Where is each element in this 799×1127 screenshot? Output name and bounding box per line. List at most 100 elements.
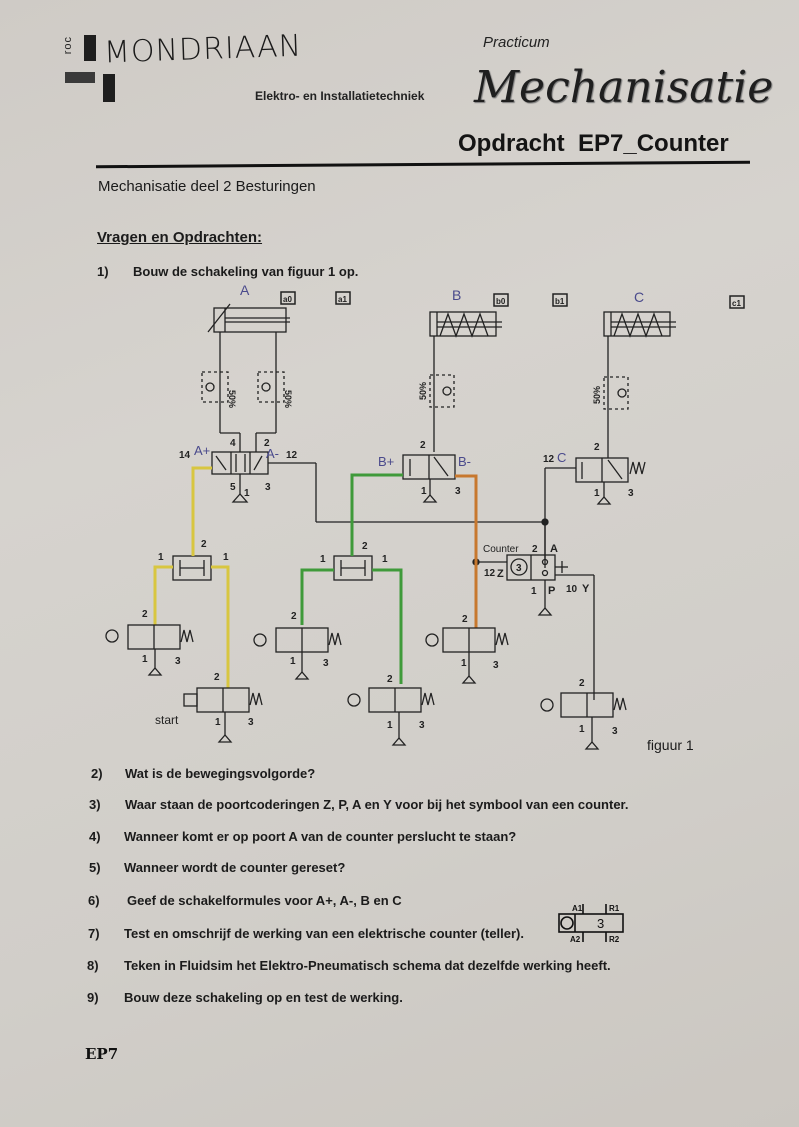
signal-line-orange: [455, 474, 478, 628]
question-number: 7): [88, 926, 100, 941]
port-label: 3: [323, 658, 329, 669]
electric-counter-symbol: A1 R1 A2 R2 3: [558, 904, 624, 944]
port-label: 10: [566, 584, 578, 595]
port-label: 4: [230, 438, 236, 449]
cylinder-label-c: C: [634, 289, 644, 305]
sensor-label: a0: [283, 295, 292, 304]
port-label: 2: [142, 609, 148, 620]
footer-code: EP7: [85, 1045, 119, 1063]
figure-caption: figuur 1: [647, 737, 694, 753]
question-text: Waar staan de poortcoderingen Z, P, A en…: [125, 797, 629, 812]
flow-label: 50%: [592, 386, 602, 404]
question-number: 9): [87, 990, 99, 1005]
question-number: 2): [91, 766, 103, 781]
signal-line-yellow: [211, 565, 230, 688]
port-label: 1: [320, 554, 326, 565]
port-label: 2: [594, 442, 600, 453]
port-label: 3: [493, 660, 499, 671]
annotation-a-minus: A-: [266, 446, 279, 461]
port-label: 1: [142, 654, 148, 665]
port-label: 12: [543, 454, 555, 465]
assignment-title: Opdracht EP7_Counter: [458, 130, 729, 157]
question-text: Geef de schakelformules voor A+, A-, B e…: [127, 893, 402, 908]
cylinder-b: [429, 311, 497, 337]
annotation-b-minus: B-: [458, 454, 471, 469]
counter-port-a: A: [550, 543, 558, 555]
sensor-label: b0: [496, 297, 506, 306]
cylinder-c: [603, 311, 671, 337]
flow-control-valve: [201, 371, 229, 403]
port-label: 2: [201, 539, 207, 550]
counter-terminal-a1: A1: [572, 904, 583, 913]
port-label: 2: [532, 544, 538, 555]
port-label: 3: [628, 488, 634, 499]
pneumatic-schematic: A B C a0 a1 b0 b1 c1 50% 50% 50% 50% 4 2…: [105, 282, 745, 750]
port-label: 2: [214, 672, 220, 683]
counter-port-p: P: [548, 585, 555, 597]
port-label: 12: [484, 568, 496, 579]
port-label: 1: [244, 488, 250, 499]
sensor-label: c1: [732, 299, 741, 308]
signal-line-green: [372, 568, 403, 684]
port-label: 1: [382, 554, 388, 565]
flow-label: 50%: [227, 390, 237, 408]
logo-block: [65, 72, 95, 83]
question-text: Bouw deze schakeling op en test de werki…: [124, 990, 403, 1005]
signal-line-yellow: [153, 565, 173, 625]
question-text: Wanneer komt er op poort A van de counte…: [124, 829, 517, 844]
port-label: 3: [419, 720, 425, 731]
port-label: 3: [265, 482, 271, 493]
counter-label: Counter: [483, 544, 519, 555]
question-number: 3): [89, 797, 101, 812]
port-label: 2: [420, 440, 426, 451]
question-number: 4): [89, 829, 101, 844]
question-number: 6): [88, 893, 100, 908]
logo-block: [84, 35, 96, 61]
port-label: 2: [291, 611, 297, 622]
signal-line-green: [350, 473, 403, 556]
port-label: 12: [286, 450, 298, 461]
cylinder-label-b: B: [452, 287, 461, 303]
annotation-b-plus: B+: [378, 454, 394, 469]
flow-label: 50%: [283, 390, 293, 408]
flow-control-valve: [257, 371, 285, 403]
port-label: 1: [461, 658, 467, 669]
port-label: 3: [175, 656, 181, 667]
port-label: 3: [612, 726, 618, 737]
port-label: 1: [158, 552, 164, 563]
port-label: 1: [290, 656, 296, 667]
practicum-label: Practicum: [483, 34, 550, 51]
port-label: 1: [531, 586, 537, 597]
logo-block: [103, 74, 115, 102]
port-label: 5: [230, 482, 236, 493]
department: Elektro- en Installatietechniek: [255, 89, 425, 103]
flow-control-valve: [429, 374, 455, 408]
sensor-label: a1: [338, 295, 347, 304]
flow-control-valve: [603, 376, 629, 410]
question-text: Bouw de schakeling van figuur 1 op.: [133, 264, 359, 279]
port-label: 14: [179, 450, 191, 461]
counter-port-y: Y: [582, 583, 590, 595]
annotation-a-plus: A+: [194, 443, 210, 458]
port-label: 1: [223, 552, 229, 563]
question-number: 1): [97, 264, 109, 279]
port-label: 1: [594, 488, 600, 499]
question-text: Wat is de bewegingsvolgorde?: [125, 766, 316, 781]
port-label: 2: [264, 438, 270, 449]
port-label: 2: [462, 614, 468, 625]
counter-terminal-r1: R1: [609, 904, 620, 913]
annotation-c: C: [557, 450, 566, 465]
section-title: Mechanisatie deel 2 Besturingen: [98, 178, 316, 195]
question-number: 8): [87, 958, 99, 973]
port-label: 2: [362, 541, 368, 552]
question-text: Wanneer wordt de counter gereset?: [124, 860, 346, 875]
cylinder-label-a: A: [240, 282, 250, 298]
signal-line-yellow: [191, 466, 212, 556]
cylinder-a: [213, 307, 287, 333]
questions-heading: Vragen en Opdrachten:: [97, 229, 263, 246]
port-label: 3: [248, 717, 254, 728]
counter-preset: 3: [516, 563, 522, 574]
counter-terminal-r2: R2: [609, 935, 620, 944]
course-title: Mechanisatie: [474, 62, 774, 113]
question-number: 5): [89, 860, 101, 875]
